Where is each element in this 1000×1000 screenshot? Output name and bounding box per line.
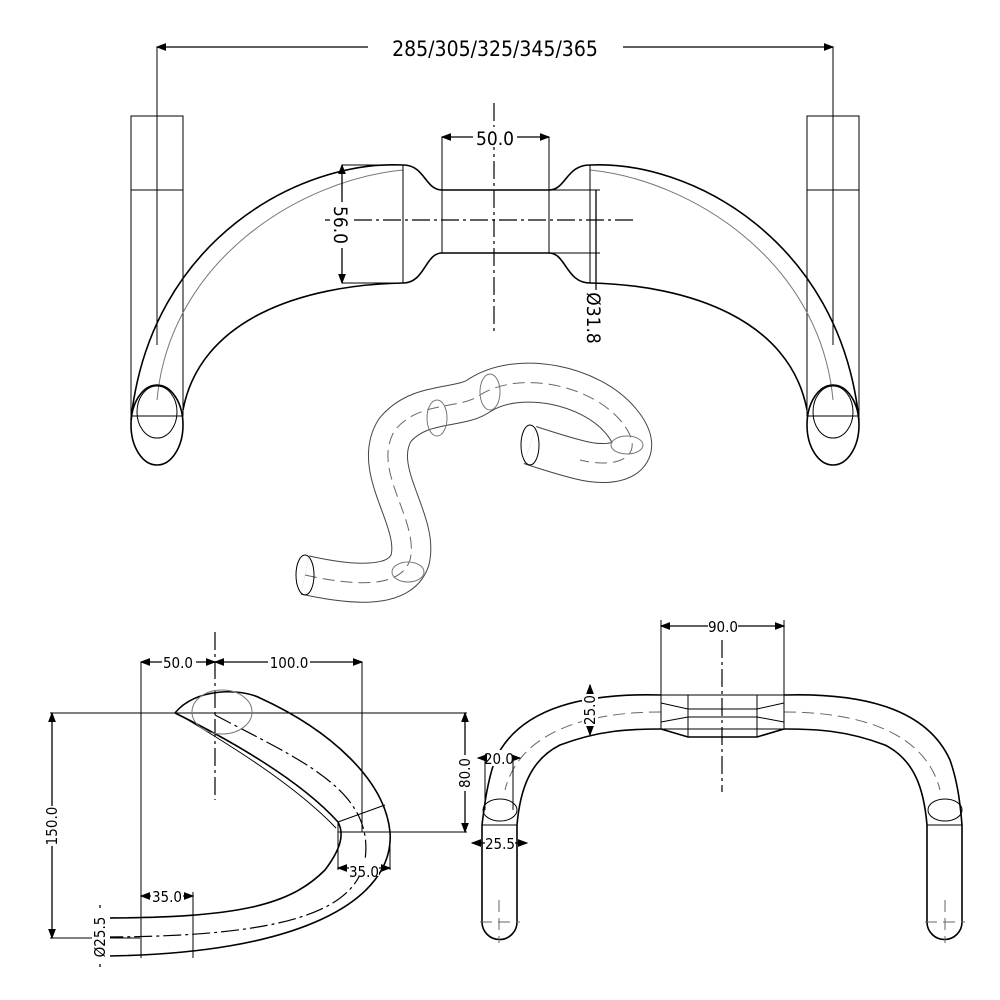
left-bar-end xyxy=(130,384,184,466)
right-drop-profile xyxy=(783,693,963,941)
top-view: 285/305/325/345/365 50.0 xyxy=(130,36,860,466)
isometric-centerline xyxy=(304,382,633,584)
isometric-view xyxy=(295,362,652,603)
drop-label: 150.0 xyxy=(43,807,61,846)
clamp-diameter-label: Ø31.8 xyxy=(582,292,604,344)
right-drop-outline xyxy=(806,115,860,417)
bend-label: 20.0 xyxy=(484,750,514,768)
reach-label: 50.0 xyxy=(163,654,193,672)
right-outer-arc xyxy=(589,164,860,421)
left-drop-outline xyxy=(130,115,184,417)
reach-total-label: 100.0 xyxy=(270,654,309,672)
side-outer-profile xyxy=(99,690,391,957)
center-width-label: 90.0 xyxy=(708,618,738,636)
side-view: 50.0 100.0 80.0 150.0 35.0 35.0 Ø25.5 xyxy=(43,632,474,967)
left-drop-profile xyxy=(481,693,662,941)
width-dimension-label: 285/305/325/345/365 xyxy=(392,37,598,61)
clamp-top xyxy=(402,164,591,191)
end-width-label: 35.0 xyxy=(152,888,182,906)
bend-width-label: 35.0 xyxy=(349,863,379,881)
front-view: 90.0 25.0 20.0 25.5 xyxy=(470,617,965,943)
right-bar-end xyxy=(806,384,860,466)
clamp-height-label: 56.0 xyxy=(329,206,351,244)
clamp-width-label: 50.0 xyxy=(476,128,514,150)
drop-diameter-label: 25.5 xyxy=(485,835,515,853)
tube-height-label: 25.0 xyxy=(581,695,599,725)
left-outer-arc xyxy=(130,164,404,421)
upper-drop-label: 80.0 xyxy=(456,758,474,788)
end-diameter-label: Ø25.5 xyxy=(91,917,109,958)
